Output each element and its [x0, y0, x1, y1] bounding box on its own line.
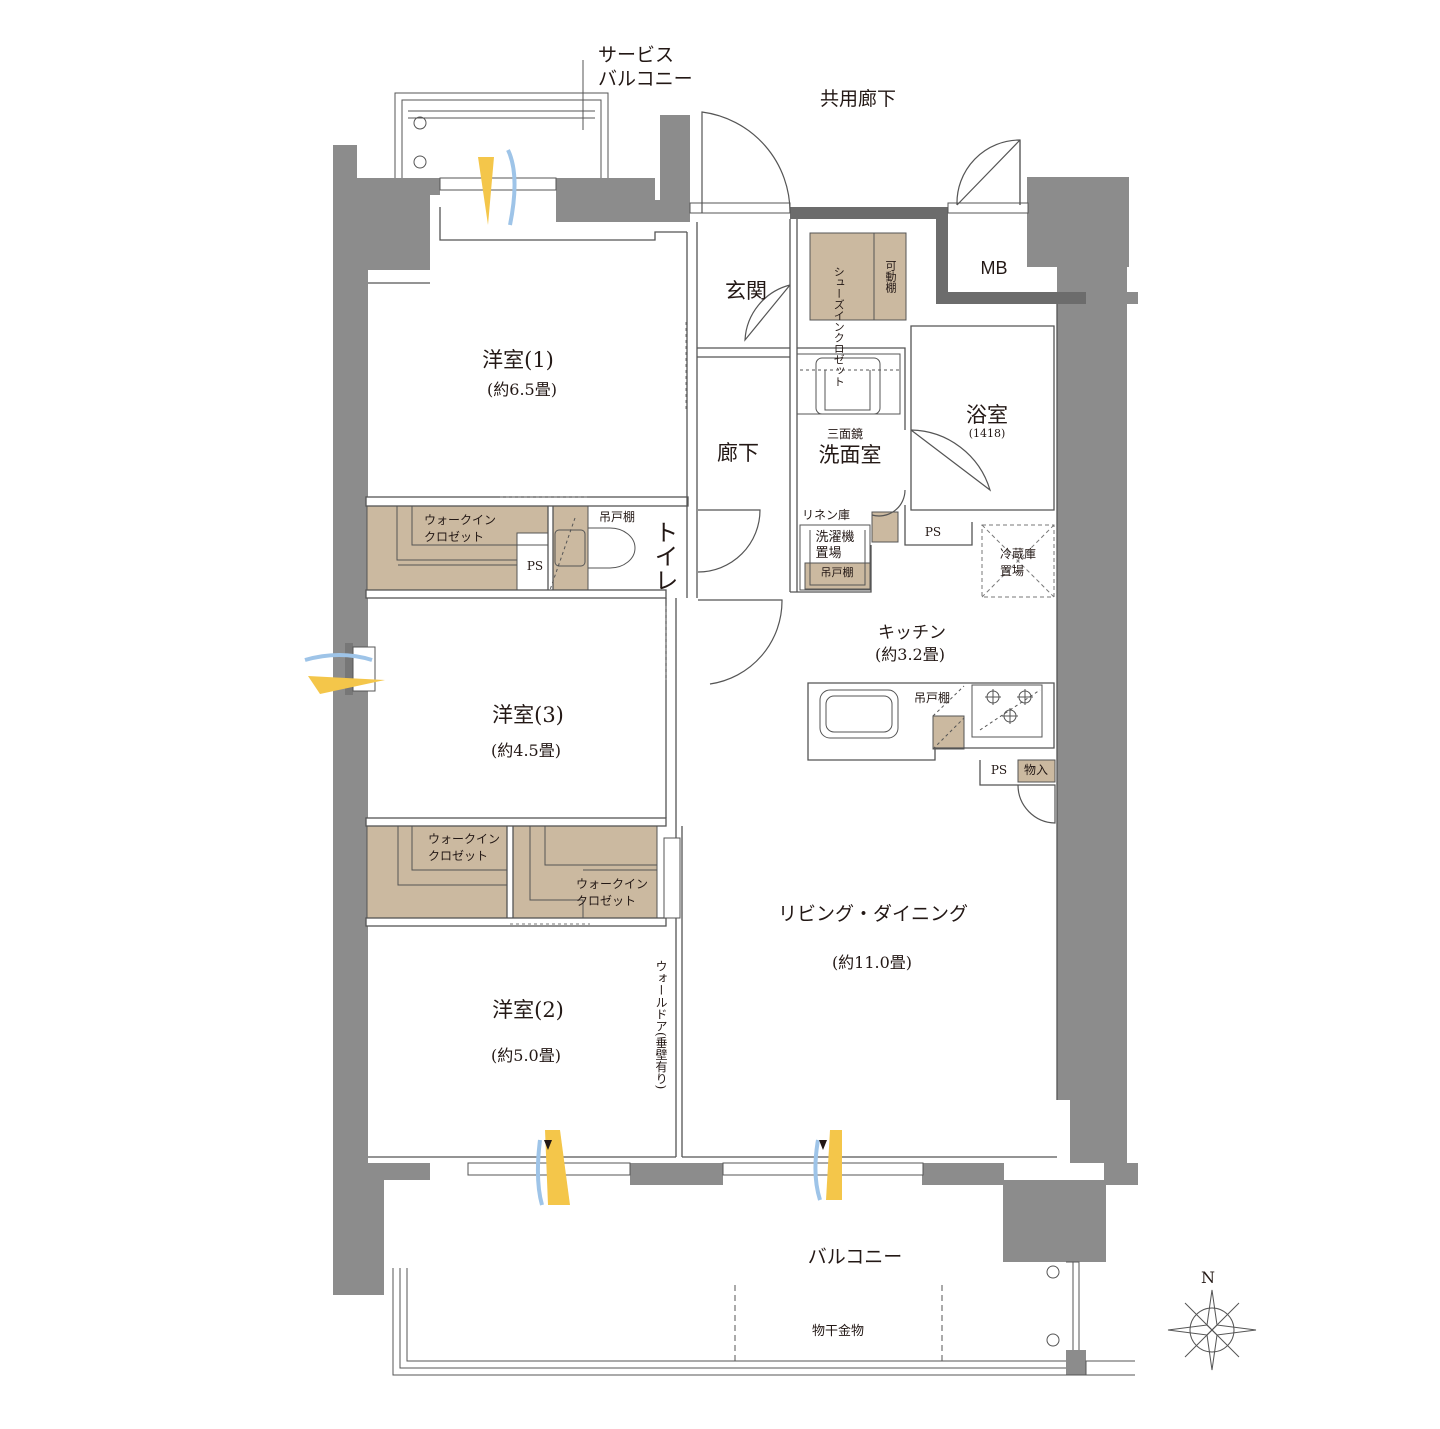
washer-shelf-label: 吊戸棚 [820, 566, 854, 579]
ps-label-3: PS [990, 763, 1008, 777]
fridge-space [981, 524, 1055, 598]
ps-label-1: PS [526, 559, 544, 573]
interior-walls [365, 207, 1058, 1158]
toilet-fixture [549, 517, 636, 591]
stove-burners [985, 689, 1033, 724]
storage-label: 物入 [1023, 763, 1049, 777]
walk-in-closet-1-label: ウォークイン クロゼット [424, 512, 496, 546]
fridge-line1: 冷蔵庫 [999, 547, 1037, 561]
storage-areas [366, 232, 1056, 919]
wic1-line2: クロゼット [423, 529, 485, 544]
washroom-label: 洗面室 [818, 443, 882, 467]
compass-icon [1167, 1289, 1257, 1371]
shoe-closet-label: シューズインクロゼット [832, 266, 846, 387]
doors [697, 111, 1056, 824]
wic1-line1: ウォークイン [423, 513, 497, 527]
kitchen-label: キッチン [878, 623, 946, 643]
balcony-rail [392, 1261, 1135, 1376]
walk-in-closet-3-label: ウォークイン クロゼット [576, 876, 648, 910]
western-room-2-area: (約5.0畳) [491, 1046, 561, 1065]
windows [352, 177, 1029, 1176]
fridge-space-label: 冷蔵庫 置場 [1000, 546, 1036, 580]
western-room-2-label: 洋室(2) [492, 998, 564, 1022]
drying-rack-label: 物干金物 [811, 1324, 865, 1339]
washer [799, 524, 871, 591]
living-dining-area: (約11.0畳) [831, 953, 913, 972]
wind-arrows [304, 149, 842, 1206]
service-balcony-rail [394, 60, 609, 178]
western-room-3-label: 洋室(3) [492, 703, 564, 727]
western-room-1-label: 洋室(1) [482, 348, 554, 372]
washer-space-label: 洗濯機 置場 [815, 530, 854, 561]
drain-icon [1046, 1333, 1060, 1347]
service-balcony-line2: バルコニー [598, 67, 693, 90]
bath-label: 浴室 [966, 403, 1008, 427]
wic2-line1: ウォークイン [427, 832, 501, 846]
wic3-line2: クロゼット [575, 893, 637, 908]
western-room-3-area: (約4.5畳) [491, 741, 561, 760]
hallway-label: 廊下 [717, 441, 759, 465]
storage-lines [396, 233, 875, 918]
entrance-label: 玄関 [725, 279, 767, 303]
service-balcony-line1: サービス [598, 44, 675, 66]
wall-door-label: ウォールドア(垂壁有り) [654, 960, 668, 1090]
kitchen-area: (約3.2畳) [875, 645, 945, 664]
mb-label: MB [980, 258, 1008, 278]
north-label: N [1201, 1268, 1215, 1287]
shared-corridor-label: 共用廊下 [819, 88, 897, 110]
service-balcony-label: サービス バルコニー [598, 44, 693, 92]
washer-line1: 洗濯機 [815, 530, 855, 545]
three-way-mirror-label: 三面鏡 [826, 427, 864, 441]
washer-line2: 置場 [815, 545, 842, 561]
linen-closet-label: リネン庫 [801, 508, 851, 522]
wic3-line1: ウォークイン [575, 877, 649, 891]
kitchen-shelf-label: 吊戸棚 [913, 691, 951, 705]
balcony-label: バルコニー [807, 1246, 903, 1268]
fridge-line2: 置場 [999, 563, 1025, 578]
toilet-label: トイレ [650, 520, 678, 592]
hanging-shelf-label: 吊戸棚 [598, 510, 636, 524]
bath-size-label: (1418) [968, 427, 1006, 440]
walk-in-closet-2-label: ウォークイン クロゼット [428, 831, 500, 865]
wic2-line2: クロゼット [427, 848, 489, 863]
mb-wall [790, 207, 1086, 304]
living-dining-label: リビング・ダイニング [777, 903, 969, 925]
drain-icon [1046, 1265, 1060, 1279]
movable-shelf-label: 可動棚 [884, 260, 897, 293]
dashed-lines [500, 322, 687, 925]
ps-label-2: PS [924, 525, 942, 539]
western-room-1-area: (約6.5畳) [487, 380, 557, 399]
washbasin [796, 353, 901, 415]
